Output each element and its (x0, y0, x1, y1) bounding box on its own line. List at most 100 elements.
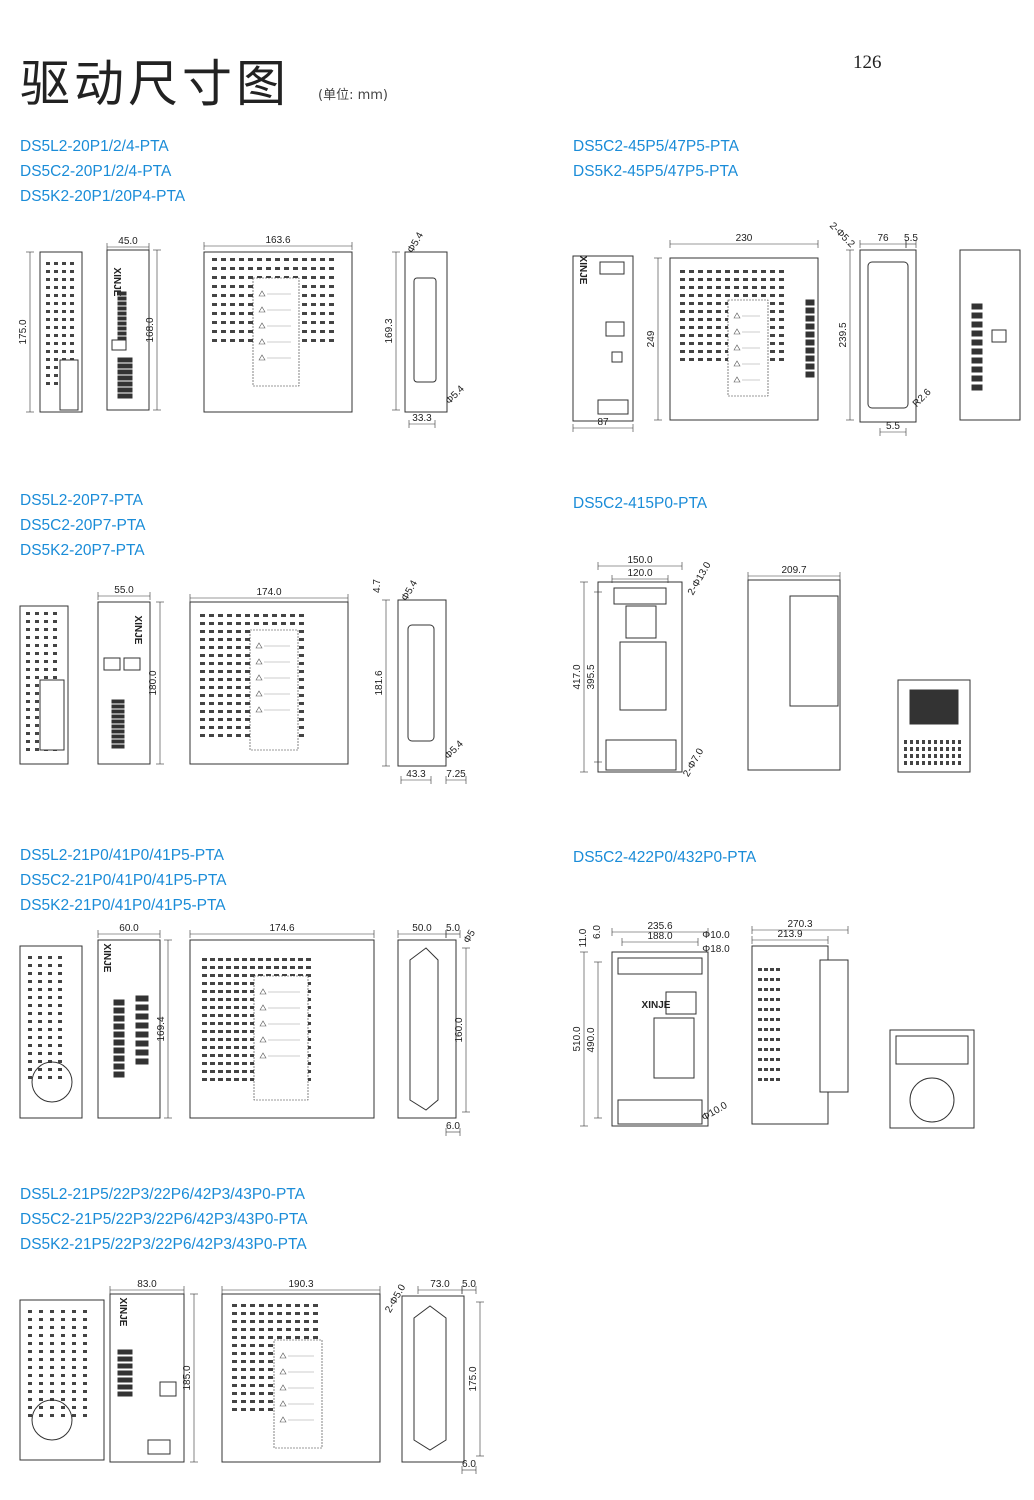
vent-slot (239, 258, 244, 261)
vent-slot (779, 270, 784, 273)
vent-slot (236, 614, 241, 617)
vent-slot (779, 310, 784, 313)
vent-slot (61, 1310, 65, 1313)
vent-slot (54, 342, 58, 345)
vent-slot (70, 342, 74, 345)
terminal-block (805, 323, 815, 330)
vent-slot (275, 258, 280, 261)
vent-slot (250, 1400, 255, 1403)
vent-slot (776, 1068, 780, 1071)
terminal-block (135, 1040, 149, 1047)
vent-slot (770, 1038, 774, 1041)
terminal-block (113, 1039, 125, 1046)
vent-slot (689, 334, 694, 337)
vent-slot (952, 761, 955, 765)
terminal-block (117, 363, 133, 369)
vent-slot (779, 350, 784, 353)
vent-slot (35, 676, 39, 679)
vent-slot (248, 276, 253, 279)
vent-slot (770, 998, 774, 1001)
plate-window (409, 947, 439, 1111)
vent-slot (28, 972, 32, 975)
vent-slot (200, 702, 205, 705)
vent-slot (38, 1012, 42, 1015)
vent-slot (250, 1328, 255, 1331)
vent-slot (266, 974, 271, 977)
vent-slot (218, 1078, 223, 1081)
vent-slot (916, 740, 919, 744)
vent-slot (209, 622, 214, 625)
vent-slot (226, 1030, 231, 1033)
vent-slot (242, 990, 247, 993)
vent-slot (764, 1008, 768, 1011)
vent-slot (286, 1328, 291, 1331)
model-name: DS5K2-21P0/41P0/41P5-PTA (20, 897, 226, 914)
vent-slot (311, 312, 316, 315)
vent-slot (259, 1376, 264, 1379)
dimension-label: 2-Φ7.0 (681, 746, 706, 779)
vent-slot (259, 1400, 264, 1403)
warning-icon (733, 376, 741, 383)
vent-slot (226, 974, 231, 977)
vent-slot (232, 1336, 237, 1339)
terminal-block (971, 375, 983, 382)
vent-slot (329, 312, 334, 315)
dimension-label: 160.0 (454, 1017, 465, 1042)
terminal-block (117, 311, 127, 316)
terminal-block (135, 1058, 149, 1065)
vent-slot (230, 339, 235, 342)
vent-slot (212, 294, 217, 297)
vent-slot (680, 326, 685, 329)
knob (611, 351, 623, 363)
vent-slot (35, 620, 39, 623)
vent-slot (293, 258, 298, 261)
warning-icon (255, 642, 263, 649)
vent-slot (39, 1414, 43, 1417)
terminal-block (113, 1063, 125, 1070)
vent-slot (259, 1408, 264, 1411)
vent-slot (210, 974, 215, 977)
vent-slot (38, 988, 42, 991)
vent-slot (250, 1038, 255, 1041)
vent-slot (250, 998, 255, 1001)
vent-slot (770, 988, 774, 991)
warning-icon (259, 1036, 267, 1043)
vent-slot (764, 978, 768, 981)
vent-slot (72, 1318, 76, 1321)
vent-slot (958, 754, 961, 758)
vent-slot (311, 303, 316, 306)
vent-slot (35, 716, 39, 719)
vent-slot (236, 726, 241, 729)
terminal-block (111, 744, 125, 749)
vent-slot (226, 1014, 231, 1017)
terminal-block (909, 689, 959, 725)
terminal-block (135, 1031, 149, 1038)
vent-slot (26, 684, 30, 687)
vent-slot (61, 1318, 65, 1321)
vent-slot (227, 710, 232, 713)
terminal-block (117, 387, 133, 393)
warning-icon (255, 674, 263, 681)
vent-slot (245, 702, 250, 705)
vent-slot (242, 1046, 247, 1049)
vent-slot (218, 982, 223, 985)
vent-slot (44, 652, 48, 655)
vent-slot (259, 1320, 264, 1323)
vent-slot (258, 974, 263, 977)
vent-slot (263, 622, 268, 625)
vent-slot (209, 654, 214, 657)
vent-slot (38, 996, 42, 999)
vent-slot (54, 326, 58, 329)
vent-slot (306, 1006, 311, 1009)
vent-slot (241, 1392, 246, 1395)
terminal-block (805, 331, 815, 338)
vent-slot (248, 339, 253, 342)
terminal-block (135, 1004, 149, 1011)
vent-slot (210, 1014, 215, 1017)
dimension-label: 168.0 (145, 317, 156, 342)
vent-slot (725, 294, 730, 297)
fan (31, 1061, 73, 1103)
vent-slot (770, 978, 774, 981)
dimension-label: 120.0 (627, 568, 652, 579)
vent-slot (776, 1078, 780, 1081)
